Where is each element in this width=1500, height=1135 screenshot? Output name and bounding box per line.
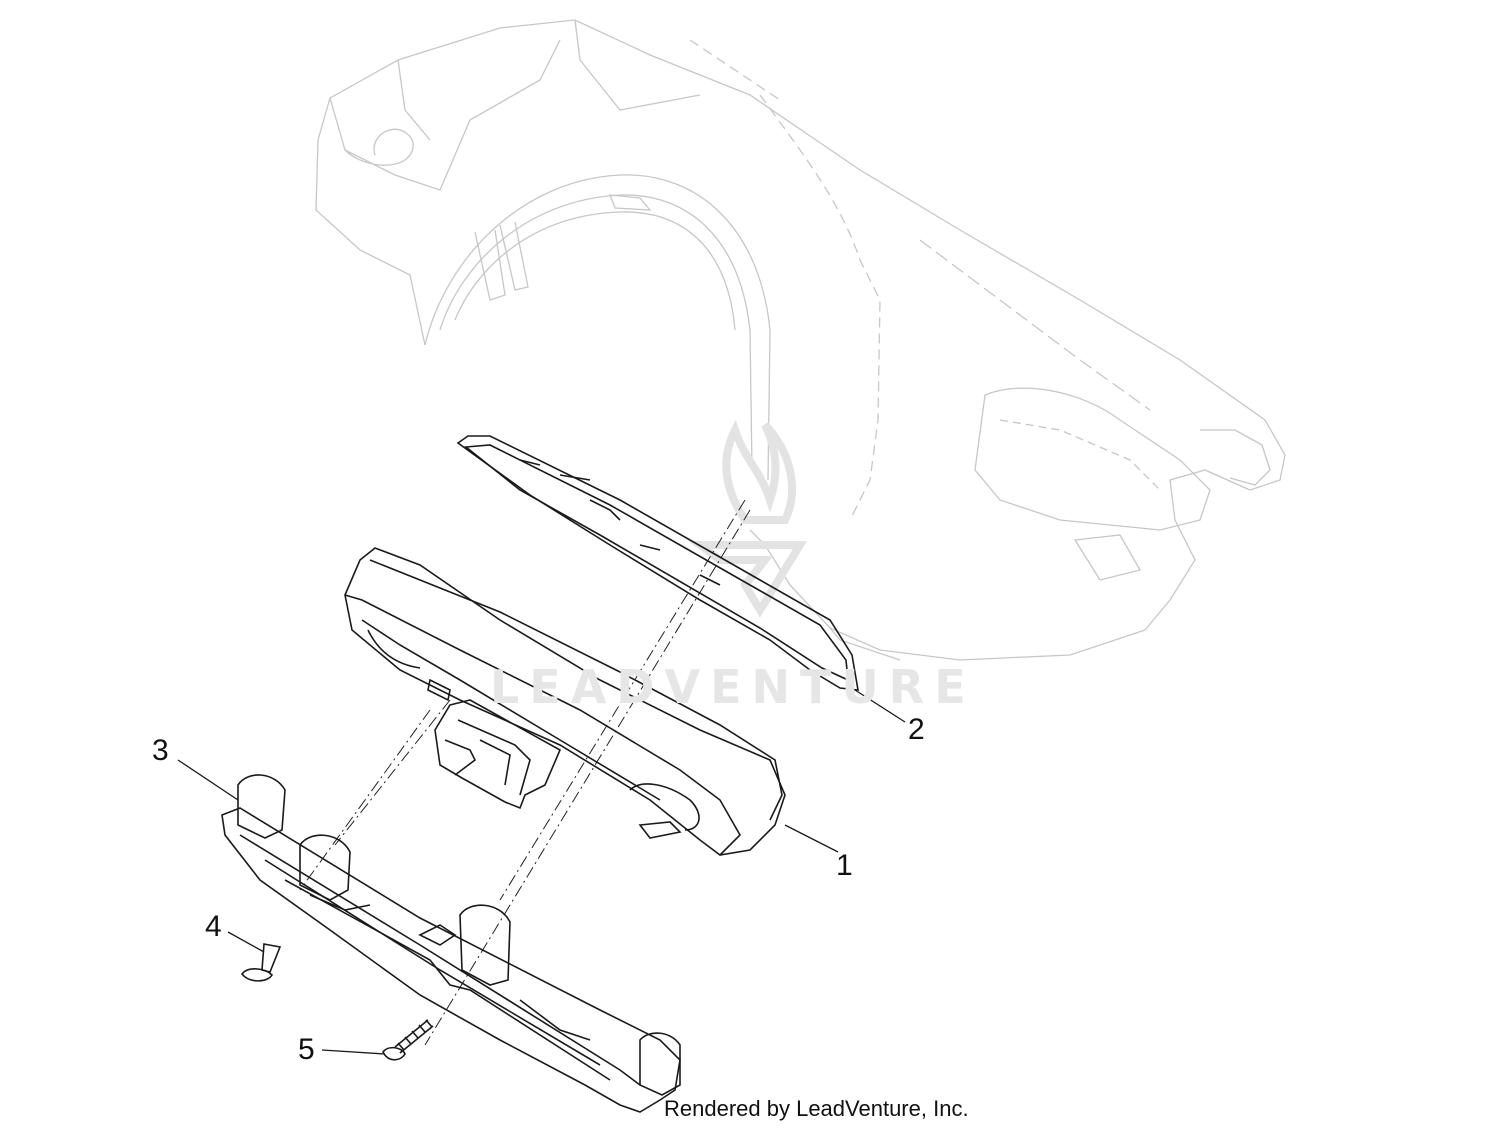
watermark-text: LEADVENTURE [490, 660, 976, 714]
handlebar-cover-ghost [315, 19, 1286, 661]
part-3-bracket [221, 774, 681, 1113]
leader-lines [177, 689, 906, 1055]
callout-part-3: 3 [152, 734, 169, 767]
callout-part-2: 2 [908, 713, 925, 746]
centre-lines [299, 499, 751, 1046]
callout-part-1: 1 [836, 849, 853, 882]
part-5-screw [382, 1019, 434, 1061]
part-1-dashboard-unit [344, 547, 786, 856]
part-2-lens [456, 435, 859, 691]
callout-part-4: 4 [205, 910, 222, 943]
render-credit: Rendered by LeadVenture, Inc. [664, 1096, 969, 1121]
watermark-flame-logo [688, 419, 808, 618]
part-4-screw [240, 943, 282, 982]
part-1-connector [434, 699, 562, 810]
callout-part-5: 5 [298, 1033, 315, 1066]
